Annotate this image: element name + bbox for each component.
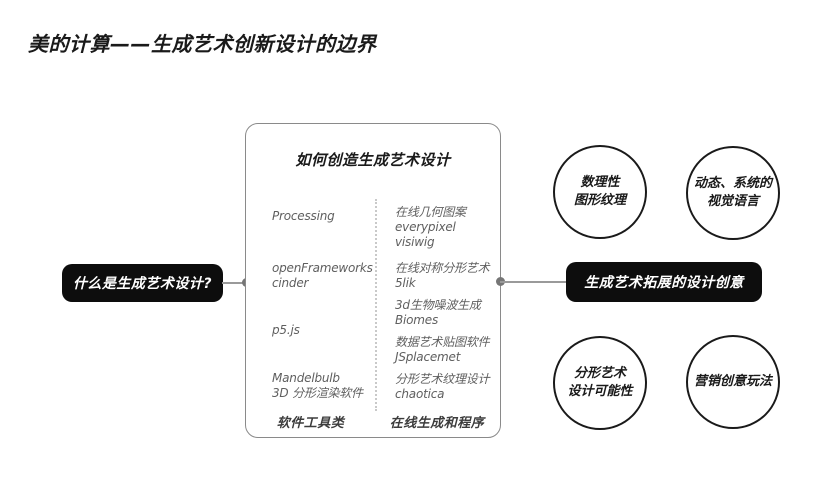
tool-item-openframeworks: openFrameworks cinder: [272, 261, 373, 291]
connector-right-line: [500, 281, 568, 283]
question-pill: 什么是生成艺术设计?: [62, 264, 223, 302]
gen-item-everypixel: 在线几何图案 everypixel visiwig: [395, 205, 466, 250]
gen-item-jsplacemet: 数据艺术贴图软件 JSplacemet: [395, 335, 490, 365]
column-divider: [375, 199, 377, 411]
connector-left-line: [222, 282, 248, 284]
gen-item-5lik: 在线对称分形艺术 5lik: [395, 261, 490, 291]
gen-item-line: 在线对称分形艺术: [395, 261, 490, 275]
gen-item-line: visiwig: [395, 235, 435, 249]
how-to-create-box: 如何创造生成艺术设计 Processing openFrameworks cin…: [245, 123, 501, 438]
gen-item-line: JSplacemet: [395, 350, 461, 364]
page-title: 美的计算——生成艺术创新设计的边界: [28, 32, 377, 56]
gen-item-chaotica: 分形艺术纹理设计 chaotica: [395, 372, 490, 402]
idea-circle-dynamic-visual: 动态、系统的 视觉语言: [686, 146, 780, 240]
gen-item-line: 在线几何图案: [395, 205, 466, 219]
gen-item-biomes: 3d生物噪波生成 Biomes: [395, 298, 481, 328]
circle-line: 视觉语言: [706, 194, 759, 209]
idea-circle-marketing-play: 营销创意玩法: [686, 335, 780, 429]
gen-item-line: 5lik: [395, 276, 416, 290]
tool-item-line: Mandelbulb: [272, 371, 340, 385]
category-software-tools: 软件工具类: [276, 416, 345, 431]
circle-line: 营销创意玩法: [693, 374, 772, 390]
gen-item-line: everypixel: [395, 220, 456, 234]
tool-item-line: 3D 分形渲染软件: [272, 386, 363, 400]
tool-item-processing: Processing: [272, 209, 335, 224]
idea-pill-label: 生成艺术拓展的设计创意: [584, 275, 744, 291]
idea-pill: 生成艺术拓展的设计创意: [566, 262, 762, 302]
gen-item-line: chaotica: [395, 387, 445, 401]
gen-item-line: 分形艺术纹理设计: [395, 372, 490, 386]
circle-line: 图形纹理: [573, 193, 626, 208]
tool-item-p5js: p5.js: [272, 323, 300, 338]
circle-line: 设计可能性: [567, 384, 633, 399]
tool-item-line: openFrameworks: [272, 261, 373, 275]
tool-item-line: p5.js: [272, 323, 300, 337]
circle-line: 数理性: [580, 175, 620, 191]
gen-item-line: 数据艺术贴图软件: [395, 335, 490, 349]
gen-item-line: Biomes: [395, 313, 439, 327]
tool-item-line: Processing: [272, 209, 335, 223]
category-online-generators: 在线生成和程序: [389, 416, 485, 431]
idea-circle-math-texture: 数理性 图形纹理: [553, 145, 647, 239]
circle-line: 分形艺术: [573, 366, 626, 382]
gen-item-line: 3d生物噪波生成: [395, 298, 481, 312]
tool-item-line: cinder: [272, 276, 309, 290]
tool-item-mandelbulb: Mandelbulb 3D 分形渲染软件: [272, 371, 363, 401]
circle-line: 动态、系统的: [693, 176, 772, 192]
question-pill-label: 什么是生成艺术设计?: [72, 276, 213, 292]
idea-circle-fractal-design: 分形艺术 设计可能性: [553, 336, 647, 430]
box-title: 如何创造生成艺术设计: [295, 151, 451, 169]
